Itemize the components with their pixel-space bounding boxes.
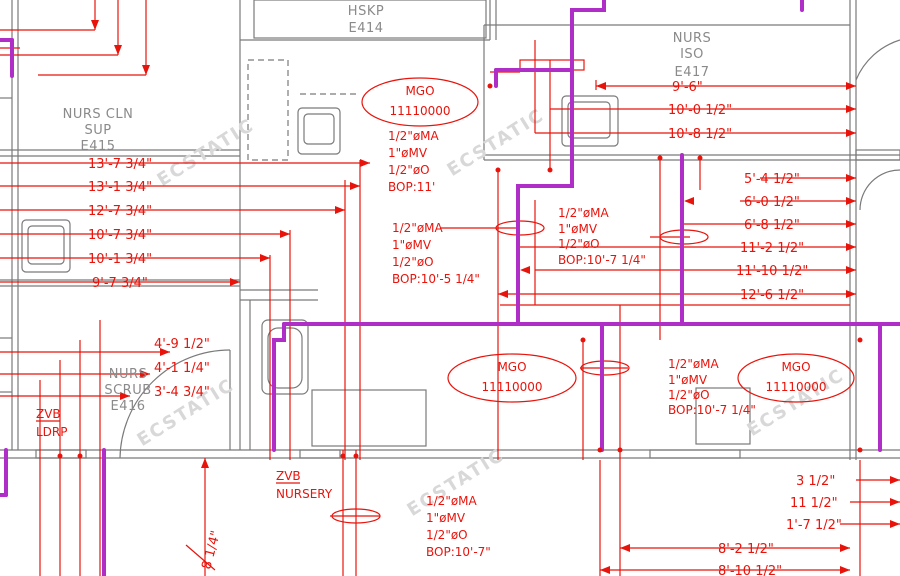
mgo-tags: MGO 11110000 MGO 11110000 MGO 11110000	[389, 84, 826, 394]
room-sub: SCRUB	[104, 383, 151, 398]
dimension-label: 6'-8 1/2"	[744, 218, 800, 233]
dimension-label: 4'-1 1/4"	[154, 361, 210, 376]
dimension-label: 8 1/4"	[199, 529, 224, 571]
dimension-label: 8'-2 1/2"	[718, 542, 774, 557]
note-o: 1/2"øO	[668, 388, 710, 402]
note-mv: 1"øMV	[668, 373, 708, 387]
mgo-code: 11110000	[765, 380, 826, 394]
dimension-label: 10'-1 3/4"	[88, 252, 152, 267]
dimension-label: 9'-7 3/4"	[92, 276, 148, 291]
dimension-label: 11'-10 1/2"	[736, 264, 808, 279]
room-name: NURS	[673, 31, 712, 46]
note-bop: BOP:10'-7 1/4"	[668, 403, 756, 417]
note-ma: 1/2"øMA	[392, 221, 444, 235]
mgo-code: 11110000	[389, 104, 450, 118]
dimension-label: 9'-6"	[672, 80, 703, 95]
zone-label: ZVB	[276, 469, 301, 483]
watermark-text: ECSTATIC	[153, 115, 258, 191]
dimension-texts: 13'-7 3/4" 13'-1 3/4" 12'-7 3/4" 10'-7 3…	[88, 80, 842, 576]
note-ma: 1/2"øMA	[388, 129, 440, 143]
mgo-code: 11110000	[481, 380, 542, 394]
watermark-text: ECSTATIC	[403, 445, 508, 521]
room-name: NURS	[109, 367, 148, 382]
room-sub: ISO	[680, 47, 704, 62]
gas-notes: 1/2"øMA 1"øMV 1/2"øO BOP:11' 1/2"øMA 1"ø…	[388, 129, 756, 559]
zone-labels: ZVB LDRP ZVB NURSERY	[36, 407, 333, 501]
zone-label: ZVB	[36, 407, 61, 421]
mgo-label: MGO	[497, 360, 526, 374]
pipe-drops	[57, 83, 863, 459]
dimension-label: 13'-7 3/4"	[88, 157, 152, 172]
note-o: 1/2"øO	[426, 528, 468, 542]
watermark-text: ECSTATIC	[743, 365, 848, 441]
note-mv: 1"øMV	[558, 222, 598, 236]
note-ma: 1/2"øMA	[426, 494, 478, 508]
note-mv: 1"øMV	[388, 146, 428, 160]
dimension-label: 10'-7 3/4"	[88, 228, 152, 243]
dimension-label: 10'-8 1/2"	[668, 127, 732, 142]
room-name: HSKP	[348, 4, 384, 19]
dimension-label: 4'-9 1/2"	[154, 337, 210, 352]
dimension-label: 12'-7 3/4"	[88, 204, 152, 219]
note-o: 1/2"øO	[558, 237, 600, 251]
note-mv: 1"øMV	[392, 238, 432, 252]
architectural-walls	[0, 0, 900, 460]
note-mv: 1"øMV	[426, 511, 466, 525]
dimension-label: 13'-1 3/4"	[88, 180, 152, 195]
zone-sub: LDRP	[36, 425, 68, 439]
dimension-label: 3'-4 3/4"	[154, 385, 210, 400]
dimension-label: 11 1/2"	[790, 496, 838, 511]
note-bop: BOP:10'-7 1/4"	[558, 253, 646, 267]
dimension-label: 3 1/2"	[796, 474, 835, 489]
room-number: E415	[80, 139, 115, 154]
note-ma: 1/2"øMA	[558, 206, 610, 220]
dimension-label: 6'-0 1/2"	[744, 195, 800, 210]
room-sub: SUP	[84, 123, 111, 138]
note-ma: 1/2"øMA	[668, 357, 720, 371]
note-bop: BOP:10'-5 1/4"	[392, 272, 480, 286]
dimension-label: 12'-6 1/2"	[740, 288, 804, 303]
zone-sub: NURSERY	[276, 487, 333, 501]
dimension-label: 1'-7 1/2"	[786, 518, 842, 533]
mgo-label: MGO	[405, 84, 434, 98]
note-bop: BOP:10'-7"	[426, 545, 491, 559]
dimension-label: 10'-0 1/2"	[668, 103, 732, 118]
note-o: 1/2"øO	[388, 163, 430, 177]
dimension-label: 11'-2 1/2"	[740, 241, 804, 256]
dimension-label: 8'-10 1/2"	[718, 564, 782, 576]
dimension-label: 5'-4 1/2"	[744, 172, 800, 187]
note-bop: BOP:11'	[388, 180, 435, 194]
room-labels: HSKP E414 NURS ISO E417 NURS CLN SUP E41…	[63, 4, 712, 414]
mgo-label: MGO	[781, 360, 810, 374]
room-number: E417	[674, 65, 709, 80]
note-o: 1/2"øO	[392, 255, 434, 269]
room-name: NURS CLN	[63, 107, 134, 122]
arrowheads	[91, 20, 900, 574]
room-number: E414	[348, 21, 383, 36]
room-number: E416	[110, 399, 145, 414]
